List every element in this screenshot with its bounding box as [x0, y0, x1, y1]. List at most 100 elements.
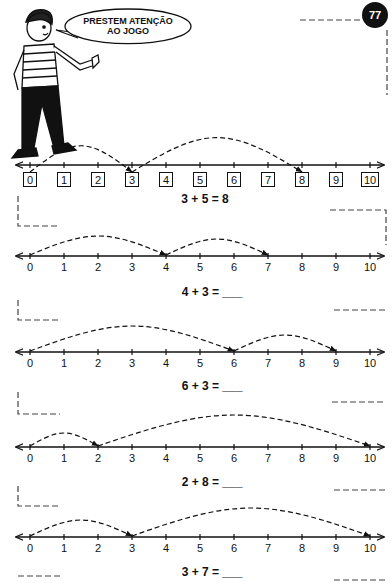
line-number: 10 — [363, 261, 377, 273]
tick — [29, 444, 30, 450]
tick — [233, 444, 234, 450]
line-number: 5 — [196, 357, 204, 369]
tick — [165, 162, 166, 168]
tick — [233, 534, 234, 540]
tick — [301, 349, 302, 355]
tick — [63, 534, 64, 540]
jump-arc — [30, 326, 234, 351]
tick — [233, 349, 234, 355]
tick — [199, 444, 200, 450]
box-number: 3 — [129, 174, 135, 186]
corner-marks — [18, 20, 387, 580]
line-number: 7 — [264, 542, 272, 554]
line-number: 4 — [162, 261, 170, 273]
line-number: 9 — [332, 357, 340, 369]
line-number: 0 — [26, 261, 34, 273]
box-number: 10 — [364, 174, 376, 186]
tick — [29, 349, 30, 355]
tick — [301, 534, 302, 540]
box-number: 6 — [231, 174, 237, 186]
tick — [131, 444, 132, 450]
line-number: 1 — [60, 452, 68, 464]
line-number: 1 — [60, 261, 68, 273]
tick — [369, 444, 370, 450]
line-number: 10 — [363, 452, 377, 464]
tick — [267, 162, 268, 168]
box-number: 9 — [333, 174, 339, 186]
tick — [165, 253, 166, 259]
jump-arc — [30, 520, 132, 536]
tick — [199, 162, 200, 168]
tick — [97, 444, 98, 450]
box-number: 8 — [299, 174, 305, 186]
tick — [233, 253, 234, 259]
line-number: 9 — [332, 542, 340, 554]
tick — [63, 162, 64, 168]
tick — [301, 444, 302, 450]
tick — [267, 534, 268, 540]
line-number: 3 — [128, 452, 136, 464]
tick — [165, 349, 166, 355]
line-number: 8 — [298, 452, 306, 464]
tick — [199, 349, 200, 355]
tick — [335, 349, 336, 355]
tick — [335, 253, 336, 259]
speech-bubble: PRESTEM ATENÇÃO AO JOGO — [64, 8, 192, 45]
jump-arc — [234, 335, 336, 351]
jump-arc — [30, 236, 166, 255]
page-number-text: 77 — [369, 9, 381, 21]
tick — [369, 162, 370, 168]
line-number: 5 — [196, 542, 204, 554]
line-number: 6 — [230, 452, 238, 464]
tick — [335, 444, 336, 450]
tick — [335, 534, 336, 540]
line-number: 5 — [196, 452, 204, 464]
box-number: 4 — [163, 174, 169, 186]
tick — [131, 162, 132, 168]
equation: 2 + 8 = ___ — [181, 476, 244, 489]
tick — [267, 349, 268, 355]
tick — [29, 162, 30, 168]
tick — [97, 534, 98, 540]
line-number: 1 — [60, 357, 68, 369]
line-number: 6 — [230, 357, 238, 369]
line-number: 0 — [26, 542, 34, 554]
line-number: 4 — [162, 357, 170, 369]
number-box: 7 — [261, 172, 275, 187]
tick — [335, 162, 336, 168]
line-number: 7 — [264, 452, 272, 464]
line-number: 9 — [332, 261, 340, 273]
jump-arc — [30, 146, 132, 172]
equation: 4 + 3 = ___ — [181, 286, 244, 299]
line-number: 1 — [60, 542, 68, 554]
line-number: 8 — [298, 261, 306, 273]
tick — [267, 444, 268, 450]
tick — [301, 253, 302, 259]
line-number: 4 — [162, 452, 170, 464]
tick — [63, 444, 64, 450]
tick — [97, 349, 98, 355]
jump-arc — [98, 415, 370, 446]
tick — [165, 444, 166, 450]
line-number: 6 — [230, 542, 238, 554]
line-number: 7 — [264, 261, 272, 273]
line-number: 0 — [26, 357, 34, 369]
line-number: 0 — [26, 452, 34, 464]
line-number: 9 — [332, 452, 340, 464]
equation: 6 + 3 = ___ — [181, 380, 244, 393]
jump-arc — [132, 508, 370, 536]
equation: 3 + 5 = 8 — [180, 193, 229, 206]
number-box: 2 — [91, 172, 105, 187]
box-number: 1 — [61, 174, 67, 186]
line-number: 4 — [162, 542, 170, 554]
line-number: 3 — [128, 542, 136, 554]
tick — [199, 534, 200, 540]
line-number: 3 — [128, 261, 136, 273]
tick — [369, 253, 370, 259]
tick — [29, 534, 30, 540]
tick — [131, 534, 132, 540]
line-number: 10 — [363, 357, 377, 369]
tick — [29, 253, 30, 259]
box-number: 2 — [95, 174, 101, 186]
speech-text: PRESTEM ATENÇÃO AO JOGO — [79, 16, 177, 37]
